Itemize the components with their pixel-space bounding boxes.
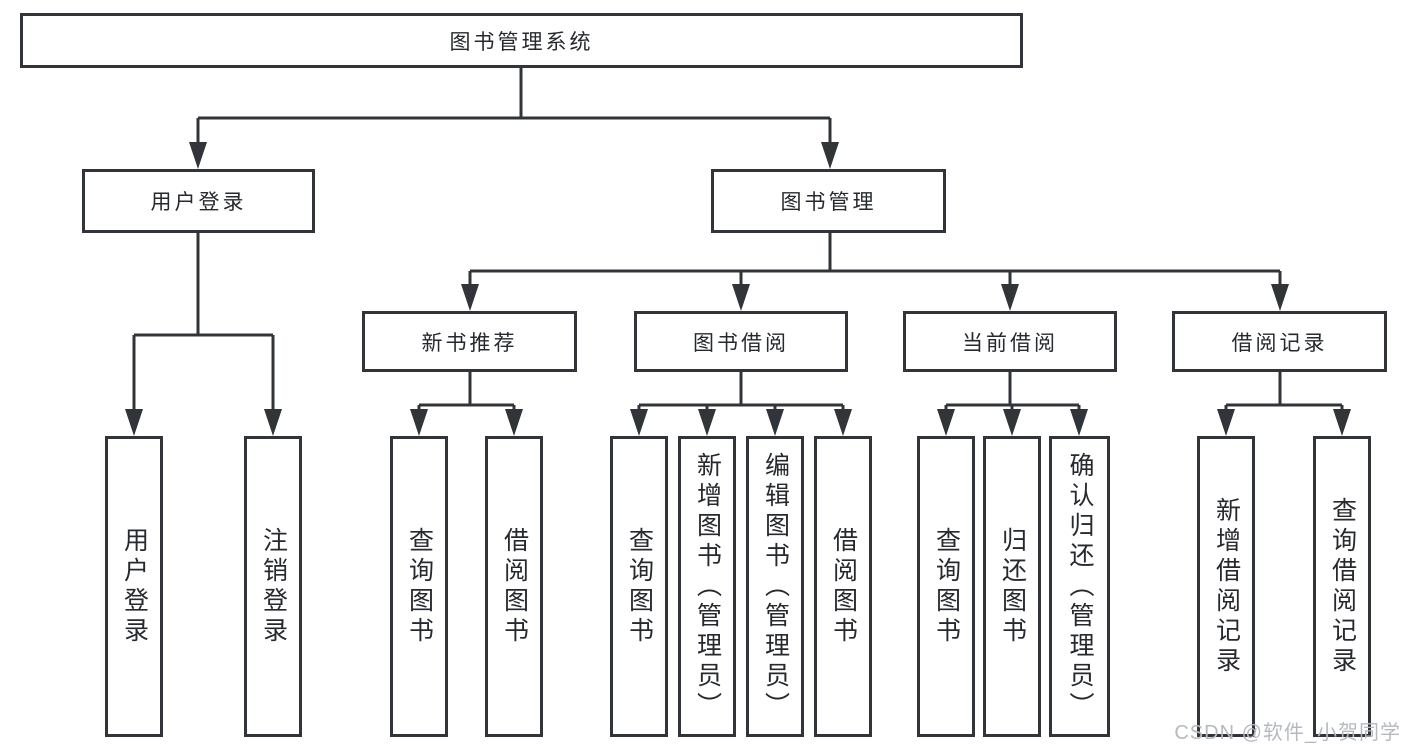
node-label: 图书管理: [780, 191, 877, 214]
arrowhead-down: [189, 142, 207, 169]
leaf-add-books-admin: 新增图书（管理员）: [678, 436, 736, 737]
arrowhead-down: [264, 409, 282, 436]
node-label: 新书推荐: [421, 331, 518, 355]
leaf-return-books: 归还图书: [983, 436, 1041, 737]
node-label: 当前借阅: [962, 331, 1058, 355]
arrowhead-down: [410, 409, 428, 436]
leaf-query-books-3: 查询图书: [917, 436, 975, 737]
leaf-logout: 注销登录: [244, 436, 302, 737]
leaf-query-books-2: 查询图书: [610, 436, 668, 737]
node-label: 图书借阅: [693, 331, 789, 355]
leaf-label: 查询图书: [932, 526, 961, 647]
node-label: 图书管理系统: [449, 30, 594, 54]
arrowhead-down: [698, 409, 716, 436]
node-label: 借阅记录: [1231, 331, 1328, 355]
leaf-borrow-books-2: 借阅图书: [814, 436, 872, 737]
node-book-borrowing: 图书借阅: [634, 311, 848, 372]
arrowhead-down: [821, 142, 839, 169]
node-new-book-recommend: 新书推荐: [362, 311, 577, 372]
leaf-edit-books-admin: 编辑图书（管理员）: [746, 436, 804, 737]
leaf-label: 查询图书: [625, 526, 654, 647]
leaf-label: 查询图书: [405, 526, 434, 647]
leaf-label: 查询借阅记录: [1328, 496, 1357, 677]
leaf-label: 新增图书（管理员）: [693, 451, 722, 722]
leaf-label: 借阅图书: [829, 526, 858, 647]
node-label: 用户登录: [150, 191, 247, 214]
leaf-query-borrow-record: 查询借阅记录: [1313, 436, 1371, 737]
arrowhead-down: [766, 409, 784, 436]
arrowhead-down: [125, 409, 143, 436]
arrowhead-down: [732, 284, 750, 311]
leaf-confirm-return-admin: 确认归还（管理员）: [1049, 436, 1110, 737]
leaf-label: 新增借阅记录: [1212, 496, 1241, 677]
csdn-watermark: CSDN @软件_小贺同学: [1174, 722, 1401, 744]
node-book-management: 图书管理: [711, 169, 946, 233]
leaf-add-borrow-record: 新增借阅记录: [1197, 436, 1255, 737]
arrowhead-down: [1003, 409, 1021, 436]
leaf-label: 归还图书: [998, 526, 1027, 647]
leaf-query-books-1: 查询图书: [390, 436, 448, 737]
leaf-borrow-books-1: 借阅图书: [485, 436, 543, 737]
arrowhead-down: [630, 409, 648, 436]
arrowhead-down: [937, 409, 955, 436]
leaf-label: 确认归还（管理员）: [1066, 451, 1094, 722]
leaf-label: 用户登录: [120, 526, 149, 647]
node-borrow-records: 借阅记录: [1172, 311, 1387, 372]
arrowhead-down: [1333, 409, 1351, 436]
arrowhead-down: [1271, 284, 1289, 311]
node-library-system: 图书管理系统: [20, 13, 1023, 68]
leaf-user-login: 用户登录: [105, 436, 163, 737]
arrowhead-down: [1217, 409, 1235, 436]
leaf-label: 借阅图书: [500, 526, 529, 647]
arrowhead-down: [1070, 409, 1088, 436]
leaf-label: 编辑图书（管理员）: [761, 451, 790, 722]
arrowhead-down: [505, 409, 523, 436]
leaf-label: 注销登录: [259, 526, 288, 647]
node-current-borrowing: 当前借阅: [903, 311, 1117, 372]
arrowhead-down: [461, 284, 479, 311]
arrowhead-down: [834, 409, 852, 436]
arrowhead-down: [1001, 284, 1019, 311]
node-user-login: 用户登录: [82, 169, 315, 233]
